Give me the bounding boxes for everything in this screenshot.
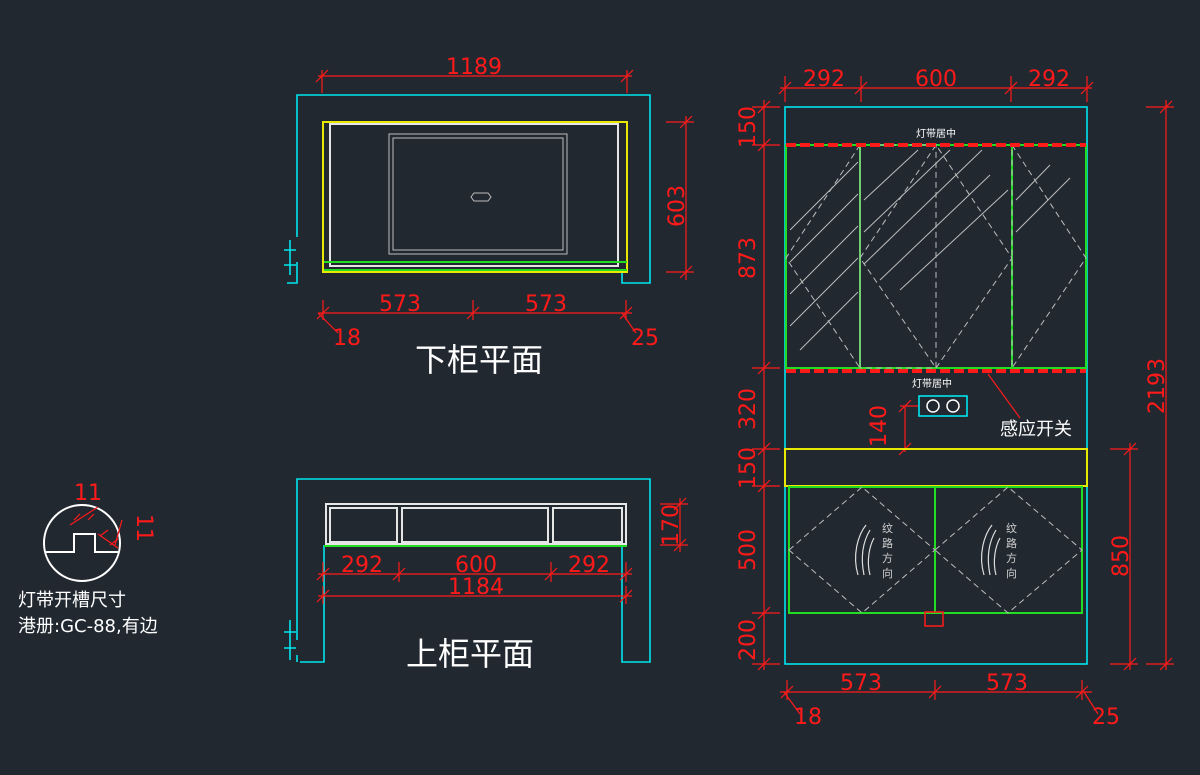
- lower-cabinet-plan: 1189 603 573 573 18 25 下柜平面: [284, 55, 694, 379]
- dim-25: 25: [631, 326, 659, 351]
- grain-right-3: 方: [1006, 551, 1017, 565]
- lower-plan-caption: 下柜平面: [415, 341, 543, 379]
- dim-140: 140: [867, 405, 892, 447]
- elev-dim-25: 25: [1092, 705, 1120, 730]
- elev-dim-18: 18: [794, 705, 822, 730]
- detail-dim-width: 11: [74, 481, 102, 506]
- grain-right-2: 路: [1006, 537, 1017, 550]
- grain-left-2: 路: [882, 537, 893, 550]
- elev-dim-600: 600: [915, 67, 957, 92]
- upper-plan-caption: 上柜平面: [406, 635, 534, 673]
- dim-18: 18: [333, 326, 361, 351]
- upper-cabinet-plan: 292 600 292 1184 170 上柜平面: [284, 478, 688, 673]
- elev-dim-573-left: 573: [840, 671, 882, 696]
- dim-600: 600: [455, 553, 497, 578]
- elev-dim-573-right: 573: [986, 671, 1028, 696]
- mirror-hatch: [789, 149, 1071, 351]
- grain-left-3: 方: [882, 551, 893, 565]
- handle-icon: [924, 611, 944, 627]
- grain-arrow-left: [854, 524, 875, 576]
- dim-170: 170: [659, 504, 684, 546]
- elev-dim-150-top: 150: [736, 106, 761, 148]
- detail-dim-side: 11: [131, 514, 156, 542]
- detail-circle: [43, 504, 121, 582]
- countertop: [784, 448, 1088, 487]
- detail-spec: 港册:GC-88,有边: [18, 616, 158, 637]
- dim-573-right: 573: [525, 292, 567, 317]
- dim-292-right: 292: [568, 553, 610, 578]
- led-label-bottom: 灯带居中: [912, 377, 952, 390]
- elev-dim-150-counter: 150: [736, 447, 761, 489]
- detail-title: 灯带开槽尺寸: [18, 590, 126, 611]
- lower-cabinet-outline: [322, 121, 628, 273]
- switch-label: 感应开关: [1000, 419, 1072, 440]
- grain-arrow-right: [980, 524, 1001, 576]
- dim-603: 603: [665, 185, 690, 227]
- upper-cabinet-outline: [325, 503, 627, 545]
- elev-dim-2193: 2193: [1145, 358, 1170, 414]
- elev-dim-292-right: 292: [1028, 67, 1070, 92]
- grain-left-1: 纹: [882, 521, 893, 535]
- elev-dim-292-left: 292: [803, 67, 845, 92]
- led-groove-detail: 11 11 灯带开槽尺寸 港册:GC-88,有边: [18, 481, 158, 637]
- upper-plan-wall: [296, 478, 651, 663]
- front-elevation: 灯带居中 灯带居中 感应开关 140 纹 路 方 向 纹 路 方 向: [736, 67, 1174, 730]
- elev-dim-500: 500: [736, 529, 761, 571]
- lower-plan-wall: [287, 94, 651, 284]
- dim-1189: 1189: [446, 55, 502, 80]
- elev-dim-200: 200: [736, 619, 761, 661]
- drain-icon: [470, 192, 492, 202]
- elev-dim-320: 320: [736, 388, 761, 430]
- elev-dim-873: 873: [736, 237, 761, 279]
- dim-573-left: 573: [379, 292, 421, 317]
- elev-dim-850: 850: [1109, 535, 1134, 577]
- grain-right-1: 纹: [1006, 521, 1017, 535]
- dim-292-left: 292: [341, 553, 383, 578]
- led-label-top: 灯带居中: [916, 127, 956, 140]
- elevation-outline: [784, 106, 1088, 665]
- sensor-switch: [918, 395, 968, 417]
- grain-right-4: 向: [1006, 566, 1017, 580]
- sink-outline: [388, 133, 568, 255]
- dim-1184: 1184: [448, 575, 504, 600]
- grain-left-4: 向: [882, 566, 893, 580]
